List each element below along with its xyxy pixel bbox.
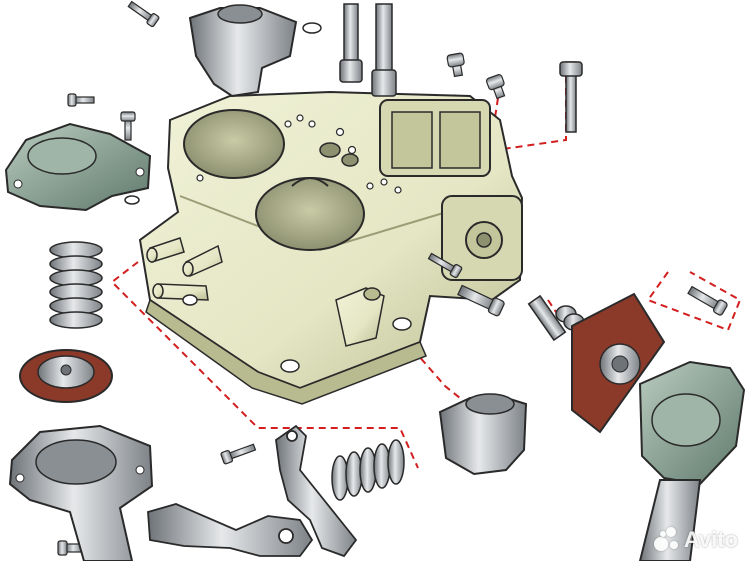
economizer-cover	[4, 122, 152, 212]
diaphragm	[19, 349, 113, 403]
avito-logo-icon	[653, 527, 680, 553]
return-spring	[331, 439, 405, 501]
pump-lever-cover	[638, 360, 746, 561]
pump-cover	[8, 424, 154, 561]
watermark-text: Avito	[683, 527, 738, 552]
secondary-bore	[255, 177, 365, 251]
carburetor-body	[138, 90, 524, 405]
avito-watermark: Avito	[653, 527, 738, 553]
emulsion-tubes	[339, 3, 583, 133]
washers	[124, 22, 322, 205]
screws	[57, 0, 728, 556]
valve-bracket	[438, 393, 528, 476]
pump-face	[441, 195, 523, 281]
valve-housing	[188, 4, 298, 98]
diaphragm-spring	[49, 241, 103, 329]
primary-bore	[183, 109, 285, 179]
throttle-linkage	[147, 424, 358, 558]
pump-gasket	[571, 292, 666, 434]
